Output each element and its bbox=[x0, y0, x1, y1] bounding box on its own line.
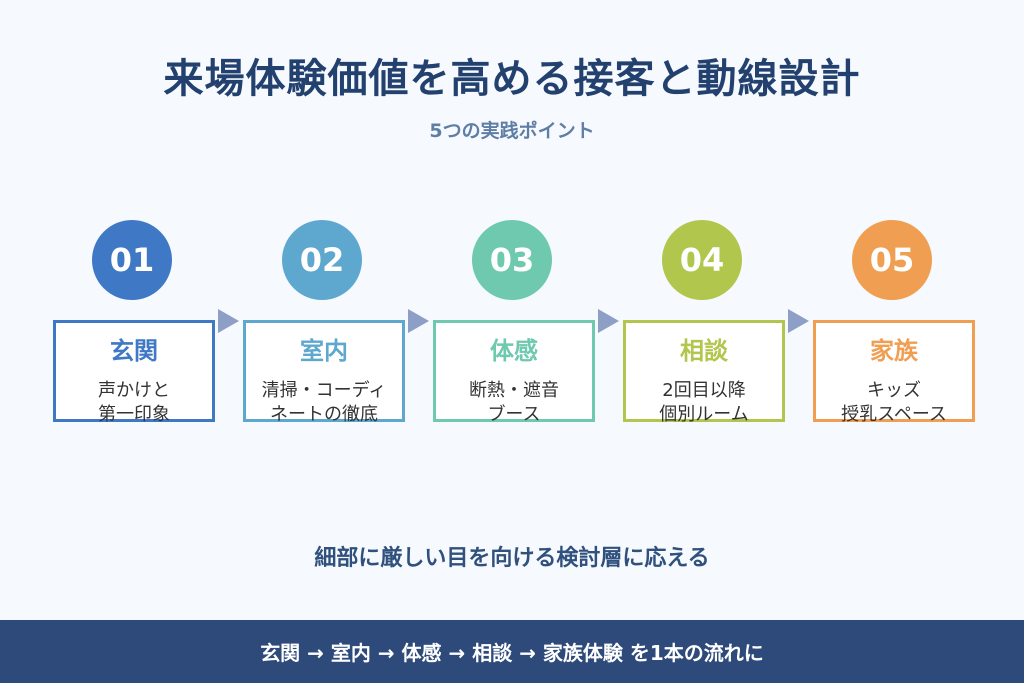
step-4: 04 相談 2回目以降 個別ルーム bbox=[623, 0, 785, 425]
step-number-circle: 02 bbox=[282, 220, 362, 300]
step-number-circle: 04 bbox=[662, 220, 742, 300]
step-card: 相談 2回目以降 個別ルーム bbox=[623, 320, 785, 425]
step-description-line-1: 声かけと bbox=[98, 380, 170, 401]
step-1: 01 玄関 声かけと 第一印象 bbox=[53, 0, 215, 425]
step-card: 体感 断熱・遮音 ブース bbox=[433, 320, 595, 425]
step-5: 05 家族 キッズ 授乳スペース bbox=[813, 0, 975, 425]
step-card: 玄関 声かけと 第一印象 bbox=[53, 320, 215, 425]
arrow-right-icon bbox=[788, 309, 809, 333]
step-2: 02 室内 清掃・コーディ ネートの徹底 bbox=[243, 0, 405, 425]
step-label: 家族 bbox=[870, 337, 918, 365]
page-subtitle: 5つの実践ポイント bbox=[429, 120, 595, 142]
step-label: 相談 bbox=[680, 337, 728, 365]
step-description-line-1: 断熱・遮音 bbox=[469, 380, 559, 401]
step-description-line-1: キッズ bbox=[867, 380, 921, 401]
page-title: 来場体験価値を高める接客と動線設計 bbox=[163, 56, 861, 102]
step-description-line-1: 2回目以降 bbox=[662, 380, 746, 401]
step-number-circle: 05 bbox=[852, 220, 932, 300]
step-3: 03 体感 断熱・遮音 ブース bbox=[433, 0, 595, 425]
step-description-line-2: 個別ルーム bbox=[659, 404, 749, 425]
step-card: 室内 清掃・コーディ ネートの徹底 bbox=[243, 320, 405, 425]
arrow-right-icon bbox=[598, 309, 619, 333]
footer-banner: 玄関 → 室内 → 体感 → 相談 → 家族体験 を1本の流れに bbox=[0, 620, 1024, 683]
step-description-line-2: 第一印象 bbox=[98, 404, 170, 425]
tagline: 細部に厳しい目を向ける検討層に応える bbox=[314, 546, 710, 571]
step-card: 家族 キッズ 授乳スペース bbox=[813, 320, 975, 425]
step-description-line-1: 清掃・コーディ bbox=[261, 380, 387, 401]
step-number-circle: 01 bbox=[92, 220, 172, 300]
step-description-line-2: 授乳スペース bbox=[841, 404, 947, 425]
step-number-circle: 03 bbox=[472, 220, 552, 300]
arrow-right-icon bbox=[218, 309, 239, 333]
step-label: 室内 bbox=[300, 337, 348, 365]
step-description-line-2: ブース bbox=[487, 404, 541, 425]
arrow-right-icon bbox=[408, 309, 429, 333]
step-description-line-2: ネートの徹底 bbox=[270, 404, 378, 425]
step-label: 体感 bbox=[490, 337, 538, 365]
step-label: 玄関 bbox=[110, 337, 158, 365]
